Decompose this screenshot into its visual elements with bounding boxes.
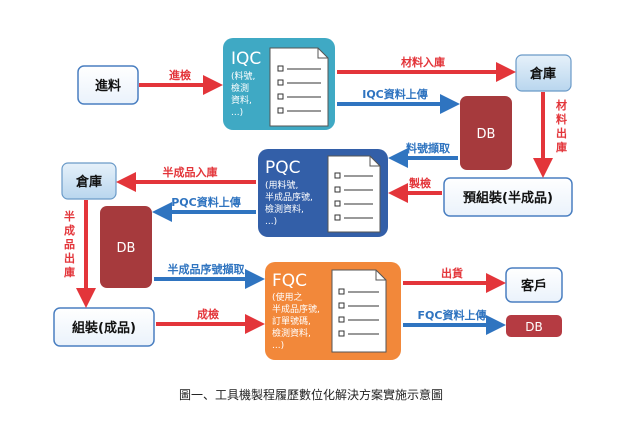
pqc-title: PQC [265, 158, 301, 178]
iqc-box: IQC (料號, 檢測 資料, ...) [223, 38, 335, 130]
label-semi-out-4: 出 [64, 251, 75, 265]
pre-assembly-label: 預組裝(半成品) [463, 190, 553, 206]
fqc-title: FQC [272, 271, 307, 291]
fqc-detail-5: ...) [272, 341, 284, 351]
db-bottom: DB [506, 315, 562, 337]
warehouse-top-node: 倉庫 [515, 54, 572, 92]
label-semi-out-3: 品 [64, 238, 75, 251]
label-semi-in: 半成品入庫 [163, 165, 218, 179]
db-bottom-label: DB [525, 320, 542, 334]
iqc-detail-4: ...) [231, 108, 243, 118]
pqc-box: PQC (用料號, 半成品序號, 檢測資料, ...) [258, 149, 388, 237]
label-semi-out: 半 成 品 出 庫 [64, 209, 75, 279]
warehouse-left-label: 倉庫 [75, 174, 102, 190]
pqc-detail-3: 檢測資料, [265, 203, 304, 215]
fqc-detail-3: 訂單號碼, [272, 315, 311, 327]
label-finished-inspect: 成檢 [197, 307, 219, 321]
assembly-label: 組裝(成品) [72, 320, 136, 336]
label-inspect-in: 進檢 [169, 68, 191, 82]
db-left-label: DB [117, 241, 136, 256]
label-material-in: 材料入庫 [401, 55, 445, 69]
label-ship: 出貨 [441, 266, 463, 280]
label-semi-out-2: 成 [64, 223, 75, 237]
warehouse-top-label: 倉庫 [529, 66, 556, 82]
label-material-out: 材 料 出 庫 [556, 98, 567, 154]
db-top-label: DB [477, 127, 496, 142]
label-fqc-upload: FQC資料上傳 [418, 308, 487, 322]
label-material-out-1: 材 [556, 98, 567, 112]
iqc-title: IQC [231, 49, 261, 69]
label-material-out-4: 庫 [556, 140, 567, 154]
pqc-detail-4: ...) [265, 217, 277, 227]
label-pqc-upload: PQC資料上傳 [171, 195, 241, 209]
label-semi-serial-fetch: 半成品序號擷取 [168, 262, 245, 276]
db-top: DB [460, 96, 512, 170]
fqc-box: FQC (使用之 半成品序號, 訂單號碼, 檢測資料, ...) [265, 262, 401, 360]
customer-label: 客戶 [521, 278, 547, 294]
fqc-detail-2: 半成品序號, [272, 303, 320, 315]
iqc-detail-3: 資料, [231, 94, 252, 106]
pqc-detail-1: (用料號, [265, 179, 298, 191]
label-process-inspect: 製檢 [408, 176, 431, 190]
arrows [76, 62, 553, 335]
iqc-detail-1: (料號, [231, 70, 255, 82]
label-semi-out-1: 半 [64, 209, 75, 223]
fqc-detail-4: 檢測資料, [272, 327, 311, 339]
pre-assembly-node: 預組裝(半成品) [443, 177, 573, 217]
figure-caption: 圖一、工具機製程履歷數位化解決方案實施示意圖 [178, 388, 443, 402]
label-iqc-upload: IQC資料上傳 [362, 87, 428, 101]
label-material-out-3: 出 [556, 126, 567, 140]
assembly-node: 組裝(成品) [53, 307, 155, 347]
document-icon [327, 155, 381, 233]
iqc-detail-2: 檢測 [231, 82, 249, 94]
document-icon [331, 269, 387, 353]
fqc-detail-1: (使用之 [272, 291, 303, 303]
incoming-label: 進料 [95, 78, 121, 94]
db-left: DB [100, 206, 152, 288]
label-material-out-2: 料 [556, 112, 567, 126]
pqc-detail-2: 半成品序號, [265, 191, 313, 203]
incoming-node: 進料 [77, 65, 139, 105]
warehouse-left-node: 倉庫 [61, 162, 117, 200]
customer-node: 客戶 [505, 267, 563, 303]
document-icon [269, 47, 329, 127]
label-semi-out-5: 庫 [64, 265, 75, 279]
label-part-fetch: 料號擷取 [406, 141, 450, 155]
